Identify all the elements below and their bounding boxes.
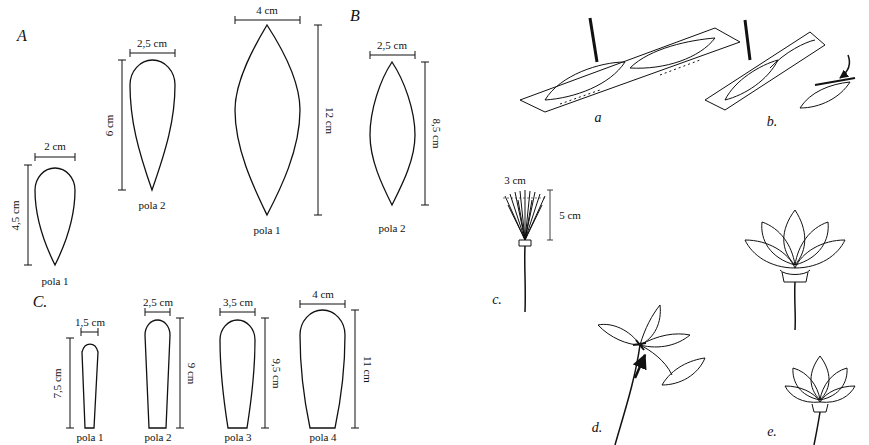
dimension: 9,5 cm bbox=[271, 358, 282, 388]
pattern-name: pola 3 bbox=[224, 432, 251, 443]
dimension: 11 cm bbox=[362, 356, 373, 383]
flower-assembly bbox=[598, 305, 705, 445]
petal-pattern bbox=[370, 51, 429, 205]
leaf-with-pattern bbox=[705, 20, 855, 110]
petal-pattern bbox=[66, 328, 98, 428]
step-letter: d. bbox=[592, 421, 603, 435]
panel-letter: C. bbox=[33, 294, 48, 310]
dimension: 3 cm bbox=[504, 175, 526, 186]
dimension: 5 cm bbox=[559, 210, 581, 221]
dimension: 2,5 cm bbox=[377, 40, 407, 51]
dimension: 12 cm bbox=[324, 106, 335, 133]
dimension: 2,5 cm bbox=[137, 38, 167, 49]
pattern-name: pola 1 bbox=[253, 225, 280, 236]
dimension: 8,5 cm bbox=[431, 118, 442, 148]
step-letter: e. bbox=[767, 425, 777, 439]
dimension: 2,5 cm bbox=[143, 297, 173, 308]
dimension: 6 cm bbox=[104, 114, 115, 136]
dimension: 9 cm bbox=[186, 362, 197, 384]
pattern-name: pola 2 bbox=[378, 223, 405, 234]
dimension: 1,5 cm bbox=[75, 317, 105, 328]
pattern-name: pola 1 bbox=[41, 276, 68, 287]
panel-letter: B bbox=[350, 8, 360, 24]
step-letter: c. bbox=[492, 293, 502, 307]
petal-pattern bbox=[118, 49, 175, 190]
stamen-bundle bbox=[503, 190, 553, 312]
leaf-with-pattern bbox=[520, 18, 740, 112]
panel-letter: A bbox=[17, 28, 27, 44]
petal-pattern bbox=[24, 153, 75, 265]
step-letter: a bbox=[595, 111, 602, 125]
pattern-name: pola 2 bbox=[144, 432, 171, 443]
finished-flower bbox=[785, 356, 855, 445]
assembled-flower bbox=[745, 210, 845, 330]
petal-pattern bbox=[300, 300, 359, 428]
pattern-name: pola 4 bbox=[309, 432, 336, 443]
dimension: 7,5 cm bbox=[52, 368, 63, 398]
petal-pattern bbox=[235, 16, 322, 215]
dimension: 4 cm bbox=[312, 289, 334, 300]
petal-pattern bbox=[145, 308, 184, 428]
dimension: 4,5 cm bbox=[10, 200, 21, 230]
petal-pattern bbox=[220, 308, 269, 428]
dimension: 2 cm bbox=[44, 141, 66, 152]
pattern-name: pola 2 bbox=[138, 200, 165, 211]
dimension: 4 cm bbox=[256, 5, 278, 16]
pattern-name: pola 1 bbox=[76, 432, 103, 443]
step-letter: b. bbox=[767, 115, 778, 129]
dimension: 3,5 cm bbox=[223, 297, 253, 308]
